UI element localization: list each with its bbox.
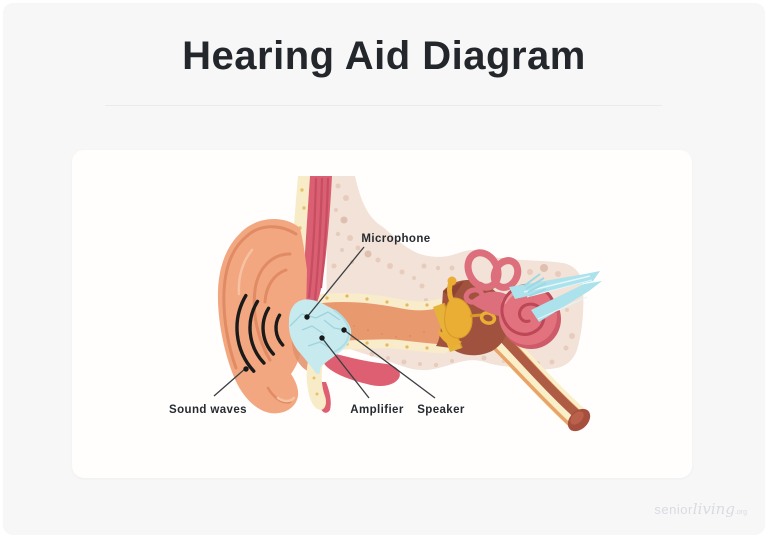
watermark-tld-part: .org: [734, 509, 747, 516]
page-header: Hearing Aid Diagram: [3, 3, 765, 76]
lining-speckles: [325, 294, 429, 350]
microphone-leader-line: [306, 246, 365, 318]
muscle-strip: [302, 176, 332, 309]
watermark-script-part: living: [692, 500, 735, 518]
amplifier-leader-line: [321, 337, 370, 399]
watermark-sans-part: senior: [654, 502, 693, 517]
diagram-card: Microphone Sound waves Amplifier Speaker: [72, 150, 692, 478]
speaker-dot: [341, 327, 347, 333]
watermark-seniorliving: seniorliving.org: [654, 500, 747, 519]
leader-lines: [213, 246, 436, 399]
amplifier-dot: [319, 335, 325, 341]
label-amplifier: Amplifier: [350, 404, 404, 416]
label-microphone: Microphone: [361, 233, 430, 245]
bone-pores: [331, 183, 575, 368]
speaker-leader-line: [343, 329, 436, 399]
nerve-fan: [523, 273, 547, 297]
pinna: [217, 219, 311, 414]
header-divider: [105, 105, 662, 106]
label-sound-waves: Sound waves: [169, 404, 247, 416]
sound-waves-leader-line: [213, 367, 247, 397]
pinna-highlights: [237, 248, 296, 403]
label-speaker: Speaker: [417, 404, 465, 416]
microphone-dot: [304, 314, 310, 320]
sound-waves-dot: [243, 366, 249, 372]
page-background: Hearing Aid Diagram: [3, 3, 765, 535]
hearing-aid-diagram-illustration: Microphone Sound waves Amplifier Speaker: [169, 176, 602, 432]
page-title: Hearing Aid Diagram: [182, 34, 586, 78]
auditory-nerve: [509, 271, 602, 322]
annotations: Microphone Sound waves Amplifier Speaker: [169, 233, 465, 416]
canal-lining-top: [305, 293, 445, 311]
stapes-ring: [479, 311, 497, 325]
sound-wave-arcs: [235, 293, 285, 373]
ossicles: [438, 276, 497, 347]
annotation-dots: [243, 314, 347, 372]
eustachian-tube: [491, 331, 591, 432]
